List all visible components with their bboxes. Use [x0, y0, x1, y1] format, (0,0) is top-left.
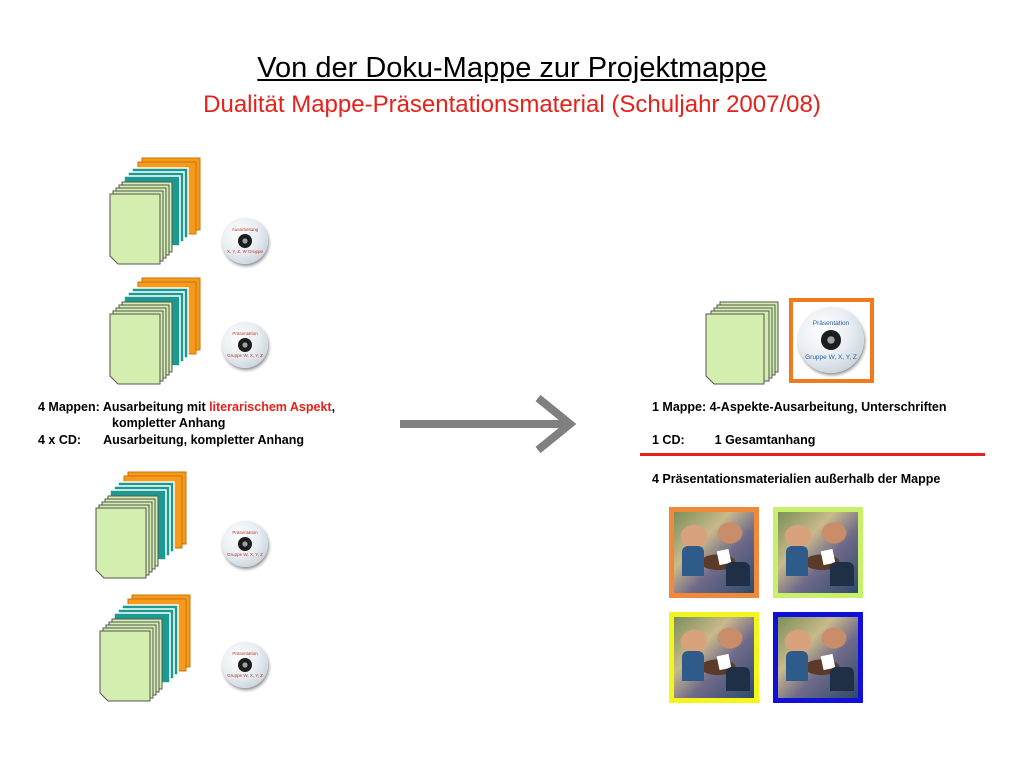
arrow-right-icon	[400, 394, 577, 454]
cd-hub-icon	[238, 234, 252, 248]
cd-hub-icon	[238, 338, 252, 352]
right-line-2: 1 CD:1 Gesamtanhang	[652, 433, 816, 447]
folder-stack-4	[99, 594, 191, 702]
divider-line	[640, 453, 985, 456]
cd-3: Präsentation Gruppe W, X, Y, Z	[222, 521, 268, 567]
right-line-3: 4 Präsentationsmaterialien außerhalb der…	[652, 472, 941, 486]
left-line-1: 4 Mappen: Ausarbeitung mit literarischem…	[38, 400, 336, 414]
folder-stack-2	[109, 277, 201, 385]
folder-stack-1	[109, 157, 201, 265]
cd-hub-icon	[238, 658, 252, 672]
left-line-3: 4 x CD:Ausarbeitung, kompletter Anhang	[38, 433, 305, 447]
cd-right: Präsentation Gruppe W, X, Y, Z	[798, 307, 864, 373]
folder-stack-right	[705, 301, 779, 385]
presentation-picture-1	[669, 507, 759, 598]
presentation-picture-2	[773, 507, 863, 598]
cd-4: Präsentation Gruppe W, X, Y, Z	[222, 642, 268, 688]
left-line-2: kompletter Anhang	[112, 416, 226, 430]
presentation-picture-3	[669, 612, 759, 703]
folder-stack-3	[95, 471, 187, 579]
cd-2: Präsentation Gruppe W, X, Y, Z	[222, 322, 268, 368]
highlight-text: literarischem Aspekt	[209, 400, 332, 414]
cd-hub-icon	[821, 330, 841, 350]
page-title: Von der Doku-Mappe zur Projektmappe	[257, 52, 767, 84]
cd-1: Ausarbeitung X, Y, Z, W Gruppe	[222, 218, 268, 264]
presentation-picture-4	[773, 612, 863, 703]
cd-frame: Präsentation Gruppe W, X, Y, Z	[789, 298, 874, 383]
page-subtitle: Dualität Mappe-Präsentationsmaterial (Sc…	[203, 91, 821, 118]
right-line-1: 1 Mappe: 4-Aspekte-Ausarbeitung, Untersc…	[652, 400, 947, 414]
cd-hub-icon	[238, 537, 252, 551]
